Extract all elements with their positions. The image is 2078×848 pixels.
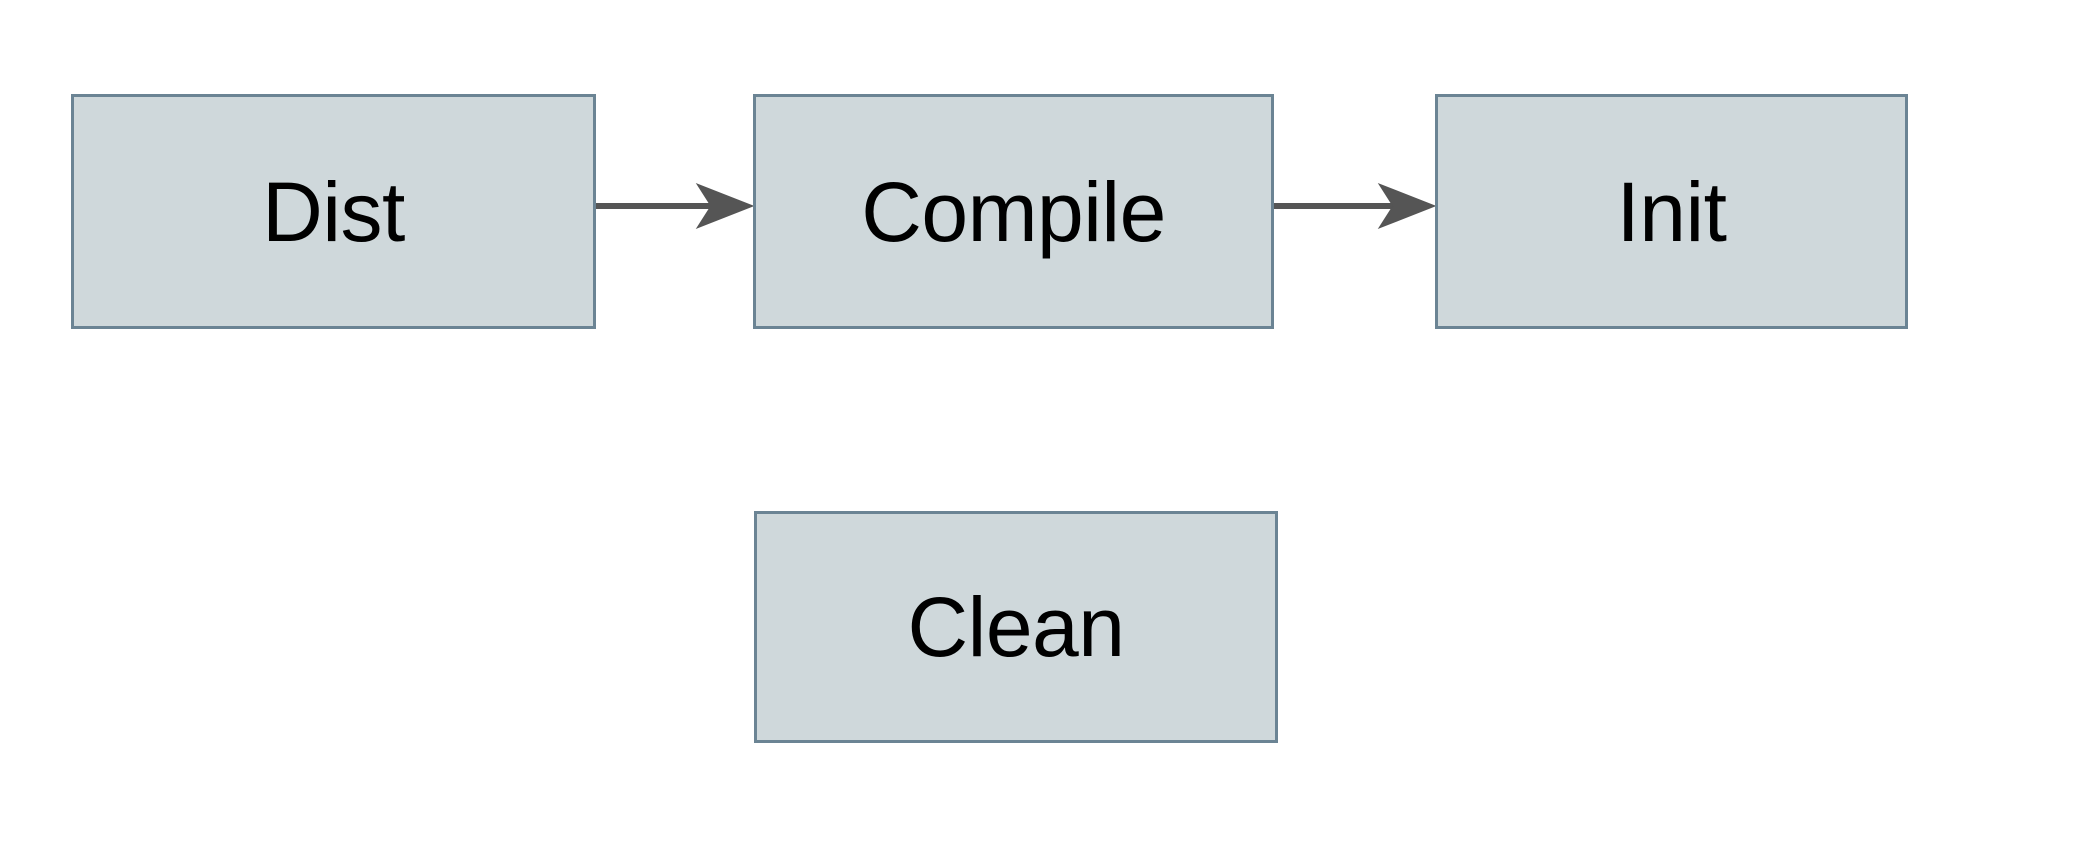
node-dist[interactable]: Dist (71, 94, 596, 329)
edge-compile-to-init-arrowhead (1377, 182, 1437, 230)
node-compile-label: Compile (861, 164, 1166, 259)
node-init[interactable]: Init (1435, 94, 1908, 329)
node-clean-label: Clean (907, 580, 1125, 674)
edge-compile-to-init[interactable] (1274, 182, 1437, 230)
node-init-label: Init (1616, 164, 1727, 259)
edge-dist-to-compile-arrowhead (695, 182, 755, 230)
node-compile[interactable]: Compile (753, 94, 1274, 329)
node-clean[interactable]: Clean (754, 511, 1278, 743)
node-dist-label: Dist (262, 164, 405, 259)
edge-dist-to-compile[interactable] (596, 182, 755, 230)
